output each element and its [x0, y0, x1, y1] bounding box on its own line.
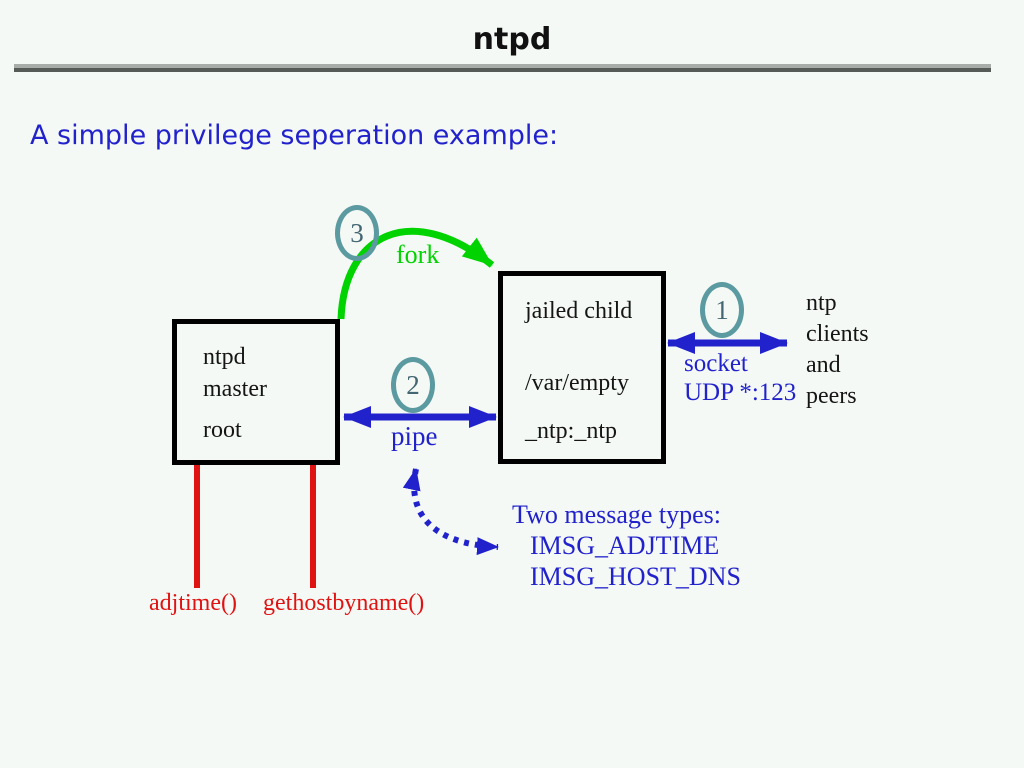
step-3-number: 3: [350, 217, 364, 248]
master-box-line-root: root: [203, 417, 242, 443]
master-box-line-ntpd: ntpd: [203, 344, 246, 370]
message-type-imsg-adjtime: IMSG_ADJTIME: [530, 531, 720, 560]
message-types-title: Two message types:: [512, 500, 722, 529]
clients-line-1: ntp: [806, 290, 837, 316]
child-box-line-jailed-child: jailed child: [525, 298, 633, 324]
step-1-number: 1: [715, 294, 729, 325]
fork-label: fork: [396, 240, 440, 269]
page-title: ntpd: [472, 22, 552, 57]
master-box-line-master: master: [203, 376, 267, 402]
child-box-line-var-empty: /var/empty: [525, 370, 629, 396]
pipe-label: pipe: [391, 421, 438, 451]
child-box-line-ntp-user: _ntp:_ntp: [525, 418, 618, 444]
message-types-dotted-arrow: [402, 468, 499, 556]
gethostbyname-syscall-label: gethostbyname(): [263, 590, 425, 616]
ntp-clients-text: ntp clients and peers: [806, 288, 869, 412]
step-badge-3-fork: 3: [335, 205, 379, 261]
step-badge-1-socket: 1: [700, 282, 744, 338]
message-type-imsg-host-dns: IMSG_HOST_DNS: [530, 562, 741, 591]
clients-line-3: and: [806, 352, 841, 378]
title-divider: [14, 64, 991, 72]
socket-label: socket: [684, 350, 748, 377]
divider-light-band: [14, 64, 991, 68]
step-badge-2-pipe: 2: [391, 357, 435, 413]
slide-subtitle: A simple privilege seperation example:: [30, 120, 559, 151]
jailed-child-box: jailed child /var/empty _ntp:_ntp: [498, 271, 666, 464]
clients-line-2: clients: [806, 321, 869, 347]
udp-port-label: UDP *:123: [684, 379, 797, 406]
clients-line-4: peers: [806, 383, 857, 409]
ntpd-master-box: ntpd master root: [172, 319, 340, 465]
step-2-number: 2: [406, 369, 420, 400]
adjtime-syscall-label: adjtime(): [149, 590, 237, 616]
divider-dark-band: [14, 68, 991, 72]
